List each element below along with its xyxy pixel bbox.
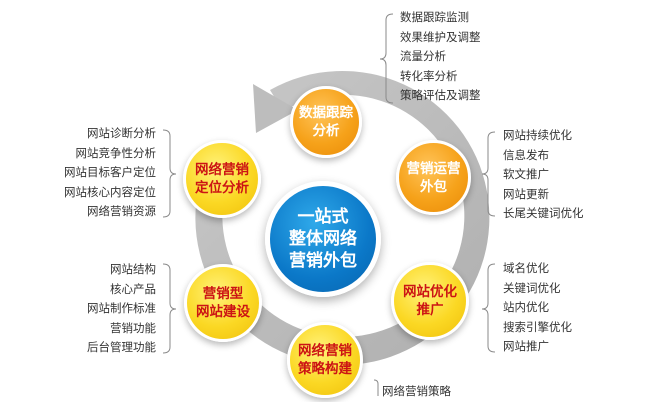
list-item: 网络营销资源 — [87, 204, 156, 219]
list-item: 网站制作标准 — [87, 301, 156, 316]
list-item: 网站目标客户定位 — [64, 165, 156, 180]
list-item: 数据跟踪监测 — [400, 10, 469, 24]
node-label: 网站优化 推广 — [403, 284, 457, 318]
list-item: 效果维护及调整 — [400, 29, 481, 44]
list-data-tracking: 数据跟踪监测 效果维护及调整 流量分析 转化率分析 策略评估及调整 — [400, 8, 481, 106]
list-item: 网站推广 — [503, 339, 549, 354]
node-data-tracking: 数据跟踪 分析 — [290, 86, 362, 158]
brace-data-tracking — [379, 13, 394, 104]
node-label: 数据跟踪 分析 — [299, 105, 353, 139]
list-item: 营销功能 — [110, 320, 156, 335]
list-item: 核心产品 — [110, 281, 156, 296]
list-item: 网站诊断分析 — [87, 126, 156, 140]
list-item: 网站持续优化 — [503, 128, 572, 142]
list-item: 后台管理功能 — [87, 340, 156, 355]
node-marketing-ops-outsourcing: 营销运营 外包 — [396, 140, 471, 215]
brace-website-optimization — [481, 263, 496, 353]
list-item: 信息发布 — [503, 147, 549, 162]
brace-ops-outsourcing — [481, 131, 496, 217]
center-node-one-stop-outsourcing: 一站式 整体网络 营销外包 — [265, 181, 381, 297]
list-item: 策略评估及调整 — [400, 88, 481, 103]
list-marketing-strategy: 网络营销策略 — [382, 382, 451, 402]
list-item: 搜索引擎优化 — [503, 319, 572, 334]
list-item: 转化率分析 — [400, 68, 458, 83]
list-ops-outsourcing: 网站持续优化 信息发布 软文推广 网站更新 长尾关键词优化 — [503, 126, 584, 224]
list-marketing-site-building: 网站结构 核心产品 网站制作标准 营销功能 后台管理功能 — [87, 260, 156, 358]
list-item: 网站核心内容定位 — [64, 184, 156, 199]
node-marketing-site-building: 营销型 网站建设 — [184, 264, 262, 342]
list-item: 长尾关键词优化 — [503, 206, 584, 221]
brace-positioning-analysis — [162, 129, 177, 218]
list-item: 网站竞争性分析 — [75, 145, 157, 160]
list-item: 网站结构 — [110, 262, 156, 276]
list-positioning-analysis: 网站诊断分析 网站竞争性分析 网站目标客户定位 网站核心内容定位 网络营销资源 — [64, 124, 156, 222]
brace-strategy — [373, 379, 379, 396]
brace-marketing-site — [162, 263, 177, 354]
list-item: 网站更新 — [503, 186, 549, 201]
list-item: 网络营销策略 — [382, 384, 451, 398]
list-item: 流量分析 — [400, 49, 446, 64]
list-item: 关键词优化 — [503, 280, 561, 295]
node-marketing-strategy: 网络营销 策略构建 — [287, 322, 363, 398]
node-label: 营销型 网站建设 — [196, 286, 250, 320]
node-website-optimization: 网站优化 推广 — [391, 262, 469, 340]
cycle-arrow-head — [253, 84, 298, 133]
node-label: 网络营销 定位分析 — [195, 162, 249, 196]
list-item: 软文推广 — [503, 167, 549, 182]
center-node-label: 一站式 整体网络 营销外包 — [289, 207, 357, 271]
node-label: 营销运营 外包 — [406, 160, 461, 195]
list-website-optimization: 域名优化 关键词优化 站内优化 搜索引擎优化 网站推广 — [503, 259, 572, 357]
node-label: 网络营销 策略构建 — [298, 343, 352, 377]
list-item: 域名优化 — [503, 261, 549, 275]
node-positioning-analysis: 网络营销 定位分析 — [183, 140, 261, 218]
list-item: 站内优化 — [503, 300, 549, 315]
